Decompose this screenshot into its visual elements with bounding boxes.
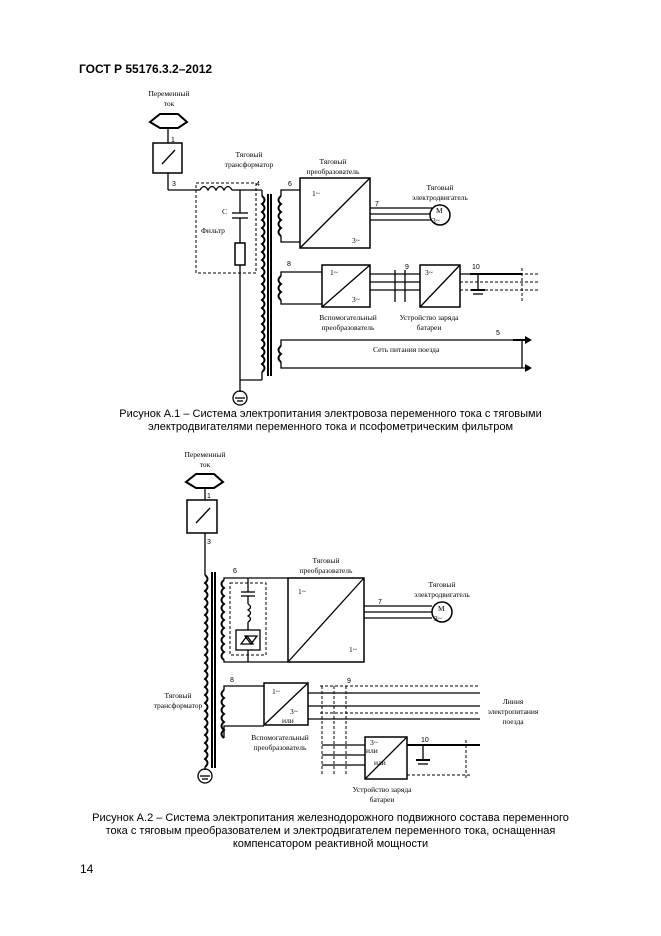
aux-converter-label: преобразователь [254,743,307,752]
figure1-diagram: Переменный ток Тяговый трансформатор Тяг… [148,89,540,406]
converter-output-label: 1~ [349,645,357,654]
aux-converter-label: преобразователь [322,323,375,332]
caption-line: Рисунок А.1 – Система электропитания эле… [119,408,542,420]
ac-label: ток [164,99,175,108]
transformer-primary-icon [203,574,209,768]
charger-label: батареи [370,795,395,804]
node-number: 6 [288,181,292,188]
motor-phase-label: 3~ [434,614,442,623]
node-number: 1 [207,493,211,500]
pantograph-icon [148,113,189,129]
ac-label: Переменный [185,450,226,459]
caption-line: тока с тяговым преобразователем и электр… [105,825,556,837]
motor-icon [431,601,453,623]
inductor-icon [199,185,233,192]
train-line-label: электропитания [488,707,539,716]
node-number: 3 [207,539,211,546]
secondary-winding-icon [277,195,283,237]
aux-output-label: 3~ [352,295,360,304]
capacitor-label: C [222,207,227,216]
ground-icon [197,768,213,784]
node-number: 6 [233,568,237,575]
motor-label: электродвигатель [414,590,470,599]
arrow-icon [525,336,532,344]
caption-line: Рисунок А.2 – Система электропитания жел… [92,812,569,824]
motor-m-label: M [436,206,443,215]
node-number: 1 [171,137,175,144]
aux-converter-label: Вспомогательный [319,313,377,322]
motor-label: Тяговый [429,580,456,589]
motor-m-label: M [438,604,445,613]
transformer-label: Тяговый [165,691,192,700]
motor-phase-label: 3~ [432,216,440,225]
filter-label: Фильтр [201,226,225,235]
converter-label: преобразователь [300,566,353,575]
train-supply-winding-icon [277,345,283,363]
node-number: 10 [421,737,429,744]
caption-line: компенсатором реактивной мощности [232,838,429,850]
converter-input-label: 1~ [298,587,306,596]
aux-output-label: 3~ [290,707,298,716]
transformer-label: трансформатор [154,701,203,710]
converter-label: Тяговый [320,157,347,166]
or-label: или [282,716,294,725]
node-number: 10 [472,264,480,271]
node-number: 3 [172,181,176,188]
node-number: 9 [347,678,351,685]
arrow-icon [525,364,532,372]
aux-input-label: 1~ [272,687,280,696]
ground-icon [232,390,248,406]
node-number: 4 [256,181,260,188]
secondary-winding-icon [220,579,226,661]
inductor-icon [246,603,252,623]
motor-label: Тяговый [427,183,454,192]
train-line-label: поезда [502,717,524,726]
motor-label: электродвигатель [412,193,468,202]
node-number: 7 [378,599,382,606]
ac-label: ток [200,460,211,469]
ac-label: Переменный [149,89,190,98]
figure2-diagram: Переменный ток Тяговый преобразователь Т… [154,450,539,804]
or-label: или [366,746,378,755]
node-number: 7 [375,201,379,208]
figure2-caption: Рисунок А.2 – Система электропитания жел… [0,812,661,851]
node-number: 8 [230,677,234,684]
train-line-label: Линия [503,697,524,706]
pantograph-icon [184,473,225,489]
charger-input-label: 3~ [370,738,378,747]
transformer-label: Тяговый [236,150,263,159]
charger-label: Устройство заряда [400,313,460,322]
train-supply-label: Сеть питания поезда [373,345,440,354]
node-number: 5 [496,330,500,337]
charger-label: Устройство заряда [353,785,413,794]
page-number: 14 [80,862,94,876]
charger-label: батареи [417,323,442,332]
converter-input-label: 1~ [312,189,320,198]
converter-output-label: 3~ [352,236,360,245]
caption-line: электродвигателями переменного тока и пс… [147,421,514,433]
filter-box [195,182,257,274]
charger-input-label: 3~ [425,268,433,277]
figure1-caption: Рисунок А.1 – Система электропитания эле… [0,408,661,434]
aux-winding-icon [277,275,283,301]
node-number: 9 [405,264,409,271]
transformer-label: трансформатор [225,160,274,169]
transformer-primary-icon [260,195,266,373]
or-label: или [374,758,386,767]
aux-input-label: 1~ [330,268,338,277]
standard-header: ГОСТ Р 55176.3.2–2012 [79,62,213,76]
resistor-icon [234,242,246,266]
aux-converter-label: Вспомогательный [251,733,309,742]
converter-label: Тяговый [313,556,340,565]
converter-label: преобразователь [307,167,360,176]
motor-icon [429,204,451,226]
node-number: 8 [287,261,291,268]
